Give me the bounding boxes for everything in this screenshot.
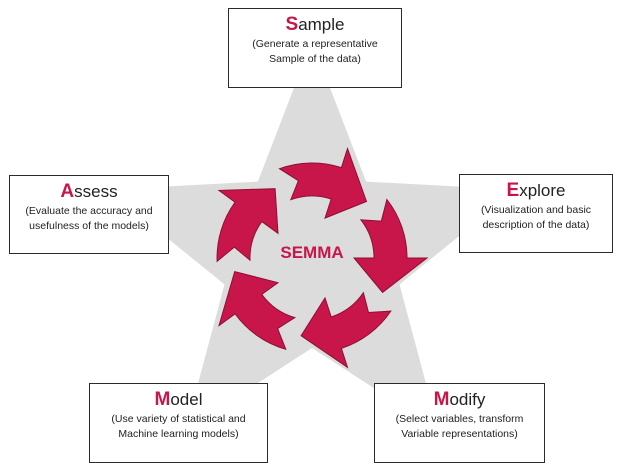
- step-modify-title: Modify: [375, 390, 544, 410]
- cycle-ring: [216, 147, 429, 369]
- step-sample-initial: S: [285, 14, 299, 35]
- step-model-initial: M: [154, 389, 171, 410]
- step-assess-box: Assess (Evaluate the accuracy and useful…: [9, 175, 169, 254]
- step-model-title: Model: [90, 390, 267, 410]
- step-sample-rest: ample: [298, 15, 345, 34]
- step-modify-rest: odify: [449, 390, 486, 409]
- step-sample-box: Sample (Generate a representative Sample…: [228, 8, 402, 88]
- step-model-box: Model (Use variety of statistical and Ma…: [89, 383, 268, 463]
- step-modify-box: Modify (Select variables, transform Vari…: [374, 383, 545, 463]
- step-explore-desc-2: description of the data): [482, 219, 590, 231]
- step-modify-desc-2: Variable representations): [401, 428, 518, 440]
- step-assess-desc-1: (Evaluate the accuracy and: [25, 205, 153, 217]
- step-sample-title: Sample: [229, 15, 401, 35]
- background-star: [107, 41, 517, 430]
- step-modify-initial: M: [433, 389, 450, 410]
- step-explore-desc-1: (Visualization and basic: [480, 204, 592, 216]
- step-assess-title: Assess: [10, 182, 168, 202]
- step-explore-rest: xplore: [519, 181, 566, 200]
- step-assess-rest: ssess: [74, 182, 118, 201]
- step-assess-initial: A: [60, 181, 75, 202]
- step-model-desc-2: Machine learning models): [118, 428, 239, 440]
- cycle-arrow-2: [352, 198, 429, 294]
- center-label: SEMMA: [280, 243, 344, 262]
- step-sample-desc-2: Sample of the data): [269, 53, 361, 65]
- cycle-arrow-1: [278, 147, 368, 219]
- cycle-arrow-3: [300, 291, 392, 369]
- step-assess-desc-2: usefulness of the models): [29, 220, 149, 232]
- step-model-rest: odel: [170, 390, 203, 409]
- step-sample-desc-1: (Generate a representative: [252, 38, 378, 50]
- cycle-arrow-4: [218, 270, 297, 351]
- cycle-arrow-5: [216, 188, 279, 263]
- step-modify-desc-1: (Select variables, transform: [395, 413, 524, 425]
- step-model-desc-1: (Use variety of statistical and: [111, 413, 246, 425]
- step-explore-box: Explore (Visualization and basic descrip…: [459, 174, 613, 253]
- step-explore-initial: E: [506, 180, 520, 201]
- step-explore-title: Explore: [460, 181, 612, 201]
